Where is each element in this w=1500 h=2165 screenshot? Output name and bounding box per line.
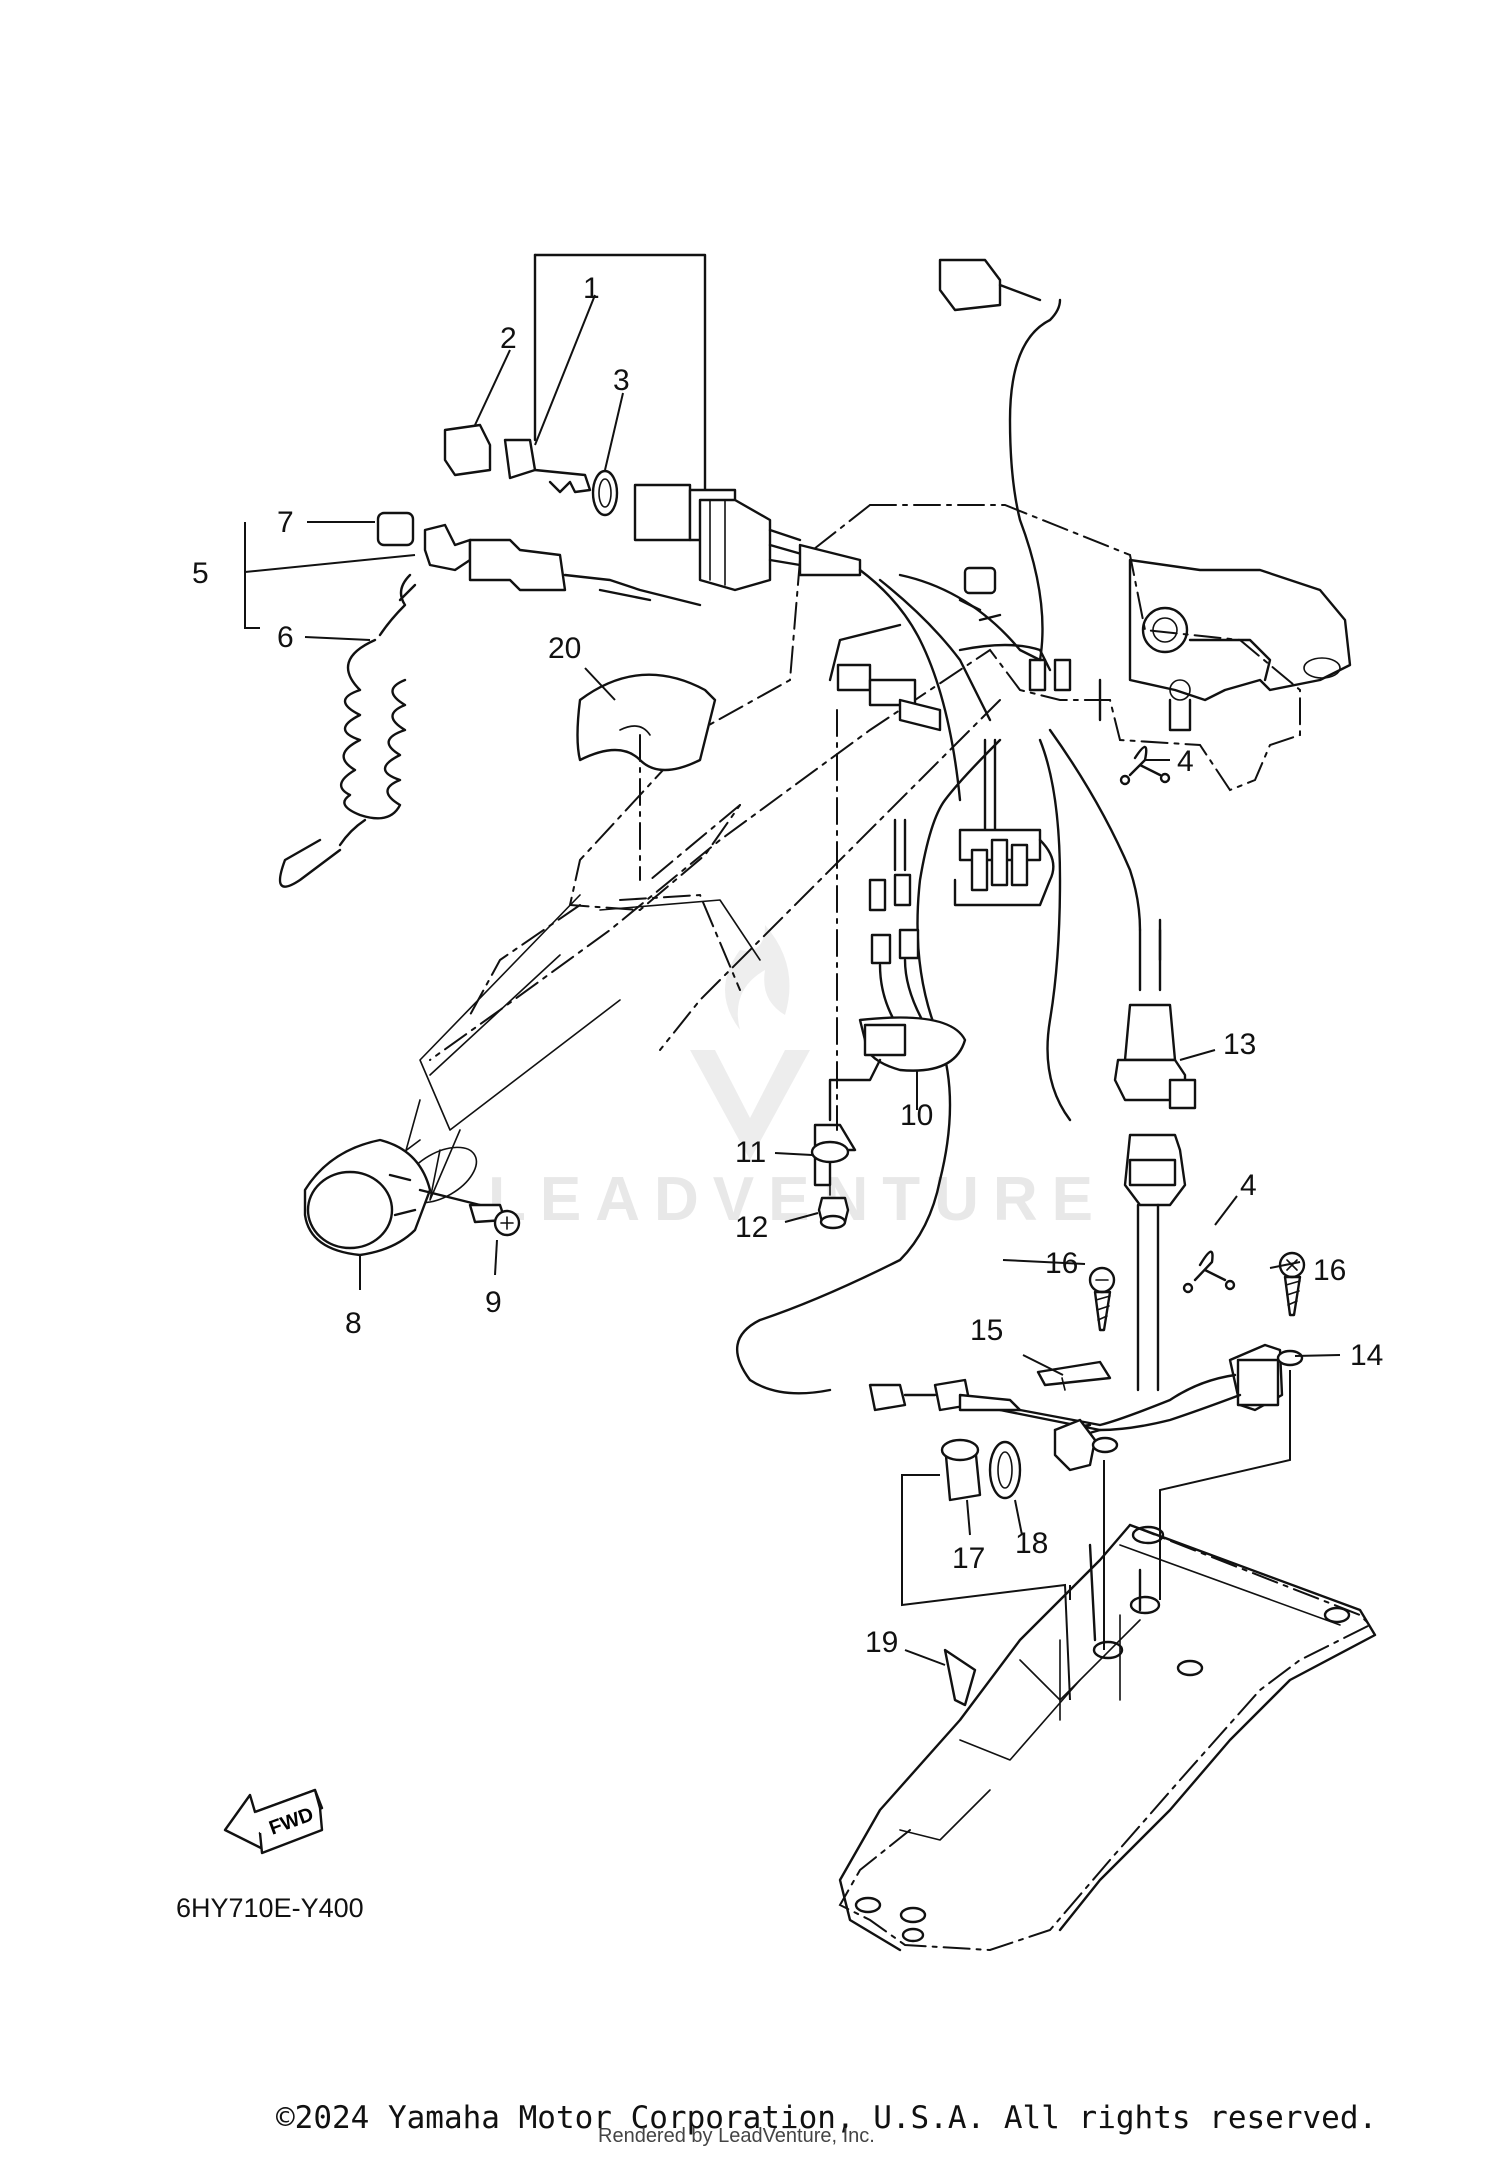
indicator-lines xyxy=(639,734,1291,1701)
ground-lead xyxy=(810,709,857,1230)
key-and-cap xyxy=(443,423,619,517)
speed-switch-knob xyxy=(303,1138,521,1257)
pivot-bracket xyxy=(1098,558,1352,732)
stop-switch-and-lanyard xyxy=(278,511,702,888)
bottom-bracket xyxy=(838,1523,1377,1952)
label-sticker xyxy=(943,1648,977,1707)
callout-17: 17 xyxy=(952,1542,985,1575)
callout-19: 19 xyxy=(865,1626,898,1659)
leader-lines xyxy=(244,294,1341,1666)
relay-and-harness xyxy=(868,1133,1304,1472)
callout-12: 12 xyxy=(735,1211,768,1244)
forward-arrow: FWD xyxy=(223,1788,324,1855)
diagram-code: 6HY710E-Y400 xyxy=(176,1893,364,1923)
copyright-notice: ©2024 Yamaha Motor Corporation, U.S.A. A… xyxy=(276,2100,1378,2136)
callout-3: 3 xyxy=(613,364,630,397)
rendered-by-notice: Rendered by LeadVenture, Inc. xyxy=(598,2125,875,2147)
connector-13 xyxy=(1113,928,1197,1110)
callout-20: 20 xyxy=(548,632,581,665)
clips xyxy=(1119,745,1236,1294)
callout-6: 6 xyxy=(277,621,294,654)
callout-10: 10 xyxy=(900,1099,933,1132)
callout-4b: 4 xyxy=(1240,1169,1257,1202)
sender-unit xyxy=(828,958,967,1122)
callout-2: 2 xyxy=(500,322,517,355)
callout-9: 9 xyxy=(485,1286,502,1319)
callout-13: 13 xyxy=(1223,1028,1256,1061)
grommets xyxy=(940,1438,1022,1502)
callout-14: 14 xyxy=(1350,1339,1383,1372)
plate xyxy=(1036,1360,1112,1391)
callouts: 1 2 3 4 5 6 7 8 9 10 11 12 13 14 15 16 1… xyxy=(192,272,1383,1659)
mid-connectors xyxy=(868,738,1055,965)
main-switch-assembly xyxy=(533,253,862,592)
wire-harness xyxy=(736,258,1162,1395)
callout-4: 4 xyxy=(1177,745,1194,778)
watermark: LEADVENTURE xyxy=(488,925,1107,1234)
callout-1: 1 xyxy=(583,272,600,305)
screws xyxy=(1088,1251,1306,1332)
callout-16: 16 xyxy=(1045,1247,1078,1280)
callout-8: 8 xyxy=(345,1307,362,1340)
callout-18: 18 xyxy=(1015,1527,1048,1560)
callout-15: 15 xyxy=(970,1314,1003,1347)
callout-11: 11 xyxy=(735,1136,766,1169)
callout-7: 7 xyxy=(277,506,294,539)
callout-5: 5 xyxy=(192,557,209,590)
watermark-text: LEADVENTURE xyxy=(488,1165,1107,1234)
grip-cover xyxy=(576,673,717,772)
callout-16b: 16 xyxy=(1313,1254,1346,1287)
